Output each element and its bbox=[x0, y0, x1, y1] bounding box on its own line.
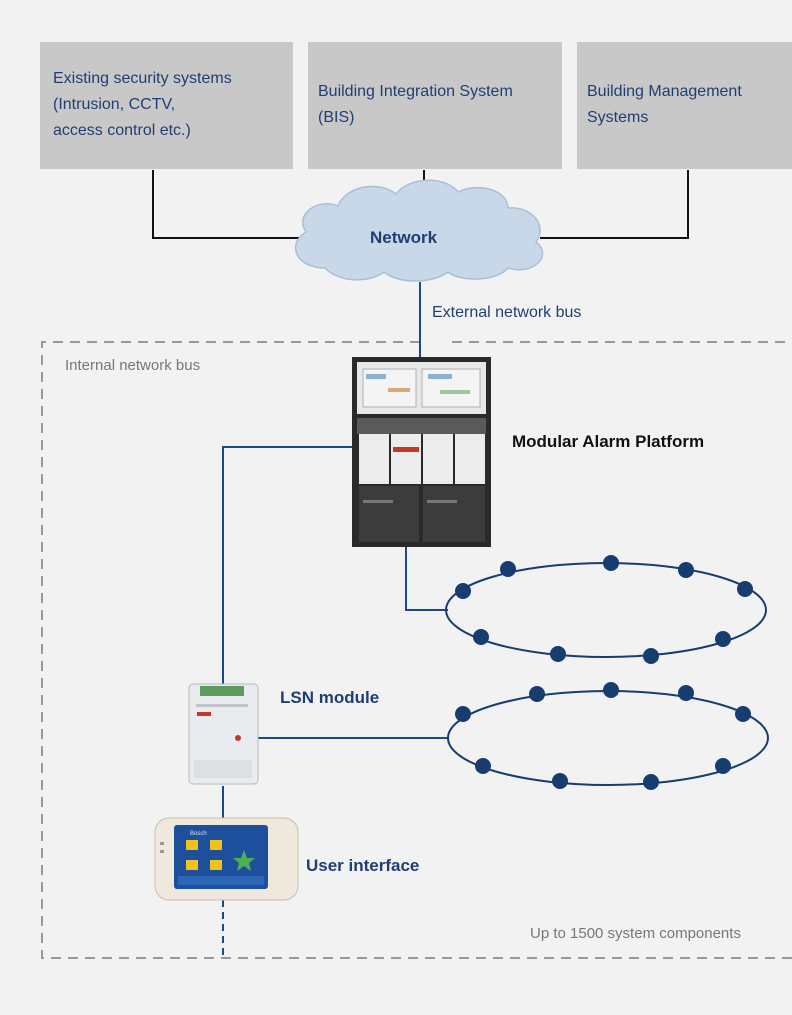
box-bms-text: Building Management Systems bbox=[587, 79, 742, 131]
modular-alarm-platform-device bbox=[352, 357, 491, 547]
link-map-to-lsn bbox=[222, 446, 362, 685]
detector-loop-2 bbox=[447, 682, 769, 790]
map-label: Modular Alarm Platform bbox=[512, 432, 705, 451]
box-bms: Building Management Systems bbox=[577, 42, 792, 169]
internal-bus-label: Internal network bus bbox=[65, 357, 201, 374]
box-line: Systems bbox=[587, 109, 649, 126]
network-label: Network bbox=[370, 228, 438, 247]
lsn-module-device bbox=[188, 683, 259, 785]
box-line: (BIS) bbox=[318, 109, 355, 126]
lsn-label: LSN module bbox=[280, 688, 380, 707]
box-line: Building Integration System bbox=[318, 83, 513, 100]
box-existing-security: Existing security systems (Intrusion, CC… bbox=[40, 42, 293, 169]
ui-screen-text: Bosch bbox=[190, 831, 207, 837]
ui-label: User interface bbox=[306, 856, 420, 875]
internal-network-border bbox=[41, 341, 792, 959]
box-line: access control etc.) bbox=[53, 122, 191, 139]
box-line: (Intrusion, CCTV, bbox=[53, 96, 176, 113]
box-line: Existing security systems bbox=[53, 70, 232, 87]
box-bis: Building Integration System (BIS) bbox=[308, 42, 562, 169]
user-interface-device: Bosch bbox=[154, 817, 299, 901]
capacity-label: Up to 1500 system components bbox=[530, 925, 741, 942]
link-bms-to-network bbox=[540, 170, 689, 239]
box-line: Building Management bbox=[587, 83, 742, 100]
external-bus-label: External network bus bbox=[432, 304, 582, 321]
detector-loop-1 bbox=[445, 555, 767, 664]
box-bis-text: Building Integration System (BIS) bbox=[318, 79, 513, 131]
box-existing-security-text: Existing security systems (Intrusion, CC… bbox=[53, 66, 232, 144]
network-cloud-icon bbox=[294, 179, 544, 282]
link-security-to-network bbox=[152, 170, 300, 239]
